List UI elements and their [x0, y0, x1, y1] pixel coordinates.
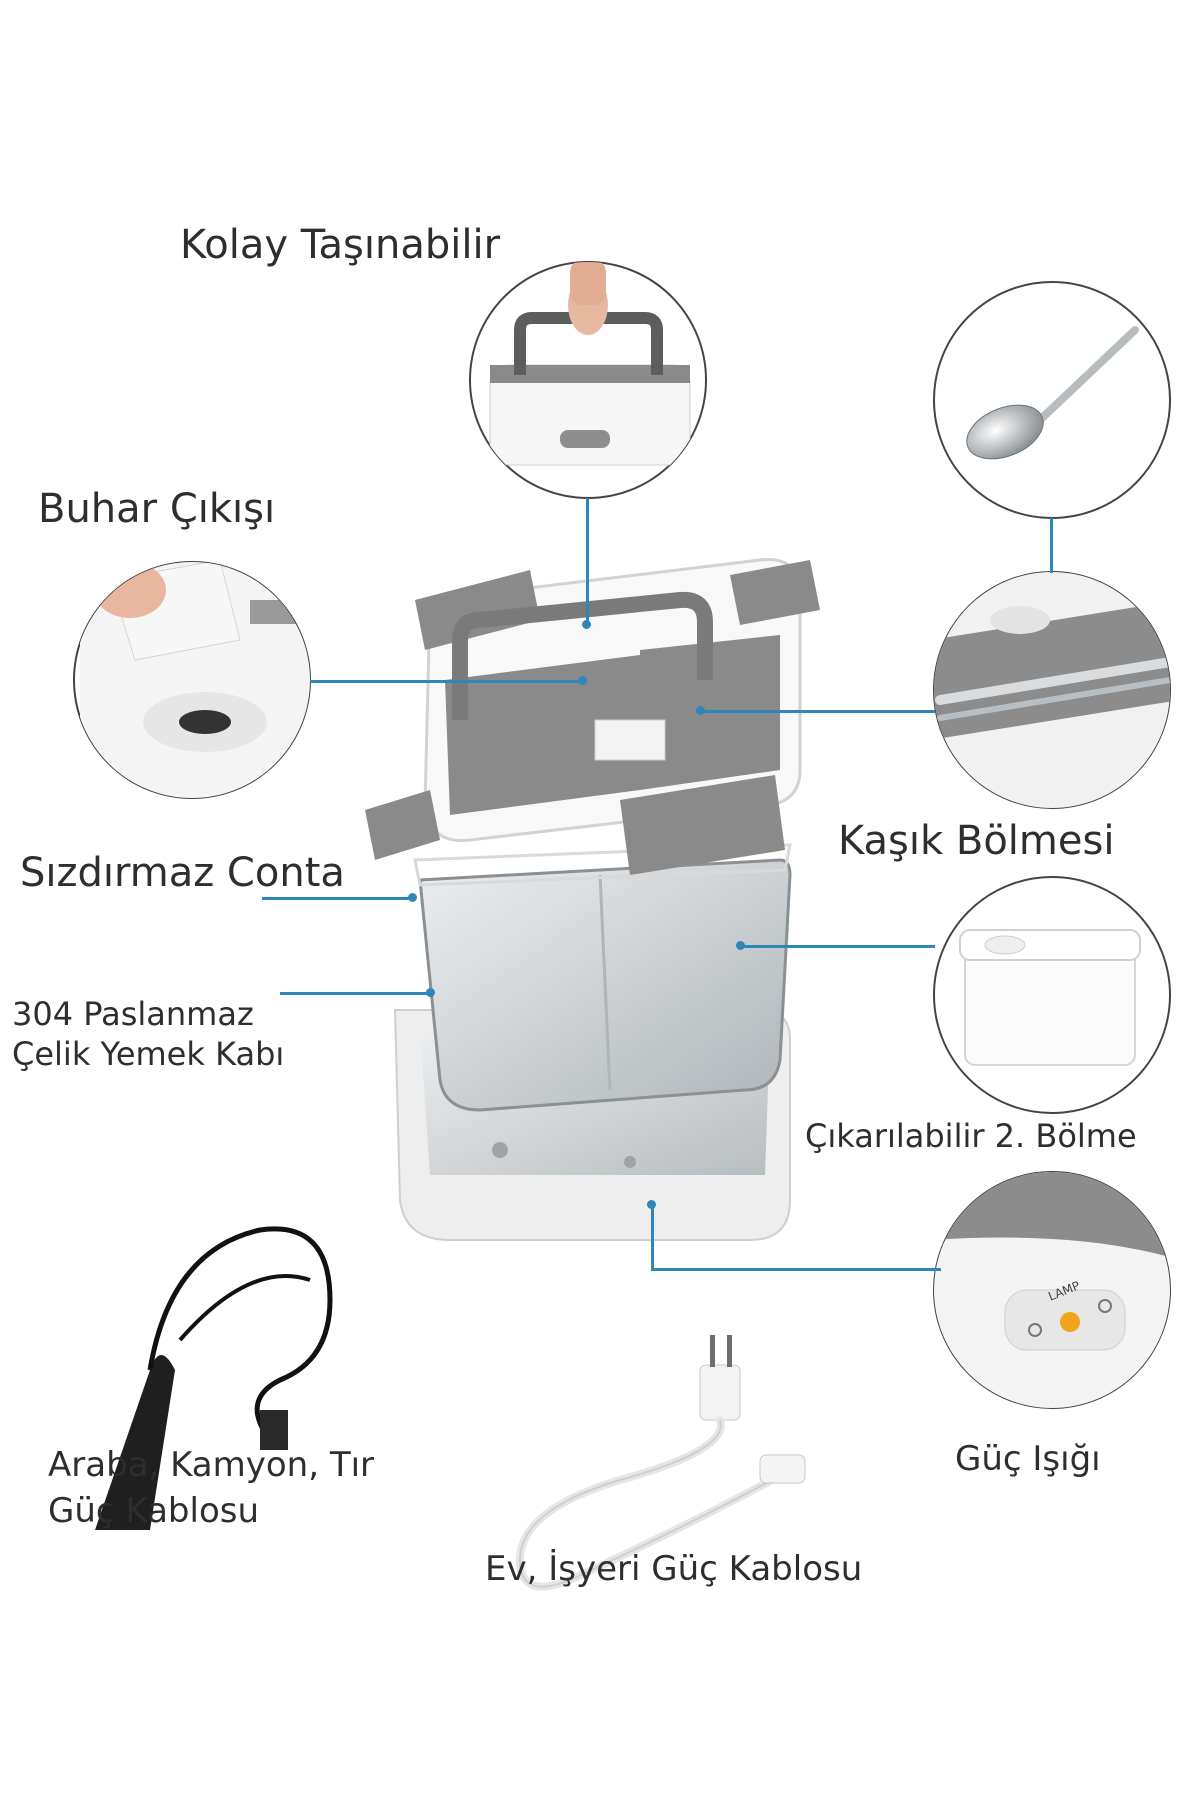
label-power-light: Güç Işığı: [955, 1439, 1101, 1479]
label-car-cable-line1: Araba, Kamyon, Tır: [48, 1445, 375, 1485]
connector-line-spoon-top: [1050, 518, 1053, 573]
connector-dot-spoon: [696, 706, 705, 715]
spoon-compartment-closeup: [933, 571, 1171, 809]
carry-handle-closeup: [469, 261, 707, 499]
label-removable-compartment: Çıkarılabilir 2. Bölme: [805, 1117, 1137, 1155]
connector-line-spoon: [700, 710, 935, 713]
connector-dot-compartment: [736, 941, 745, 950]
connector-line-portable: [586, 498, 589, 623]
connector-dot-portable: [582, 620, 591, 629]
connector-dot-seal: [408, 893, 417, 902]
label-seal: Sızdırmaz Conta: [20, 850, 345, 896]
label-steel-line2: Çelik Yemek Kabı: [12, 1035, 285, 1073]
label-spoon-compartment: Kaşık Bölmesi: [838, 818, 1115, 864]
connector-dot-steel: [426, 988, 435, 997]
connector-dot-power-light: [647, 1200, 656, 1209]
removable-compartment-closeup: [933, 876, 1171, 1114]
car-power-cable: [95, 1226, 333, 1530]
label-car-cable-line2: Güç Kablosu: [48, 1491, 260, 1531]
spoon-closeup: [933, 281, 1171, 519]
label-steel-line1: 304 Paslanmaz: [12, 995, 254, 1033]
steam-vent-closeup: [73, 561, 311, 799]
power-light-closeup: [933, 1171, 1171, 1409]
connector-line-power-light-h: [651, 1268, 941, 1271]
connector-line-steel: [280, 992, 430, 995]
label-home-cable: Ev, İşyeri Güç Kablosu: [485, 1549, 863, 1589]
label-portable: Kolay Taşınabilir: [180, 222, 501, 268]
lunch-box-exploded-view: [365, 557, 820, 1241]
connector-line-steam: [310, 680, 580, 683]
connector-line-seal: [262, 897, 412, 900]
connector-dot-steam: [578, 676, 587, 685]
connector-line-compartment: [740, 945, 935, 948]
connector-line-power-light-v: [651, 1205, 654, 1270]
label-steam-vent: Buhar Çıkışı: [38, 486, 276, 532]
home-power-cable: [515, 1335, 806, 1591]
